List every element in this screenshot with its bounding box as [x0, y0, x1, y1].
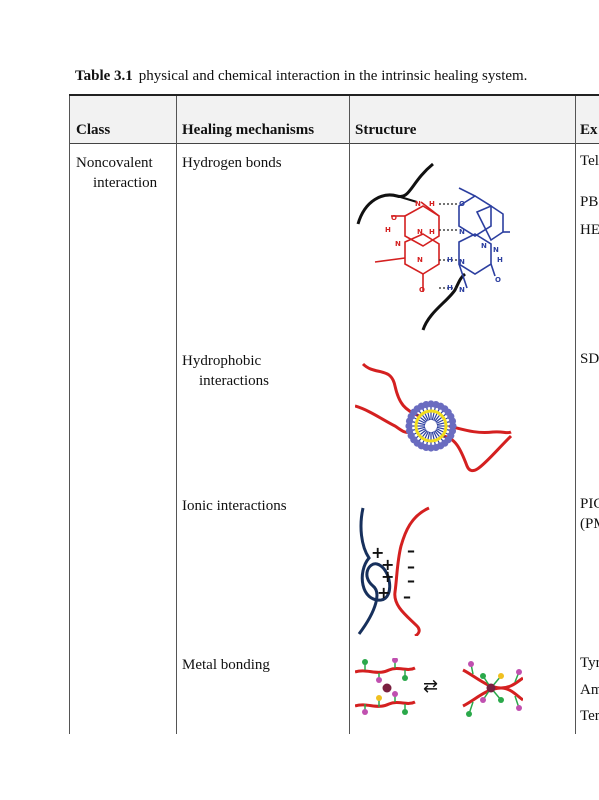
class-noncovalent: Noncovalent interaction — [76, 153, 157, 193]
atom-label: H — [447, 256, 453, 264]
table-caption: Table 3.1 physical and chemical interacti… — [75, 68, 527, 85]
atom-label: H — [497, 256, 503, 264]
header-examples: Ex — [580, 122, 598, 138]
example-text: Am — [580, 682, 599, 698]
atom-label: N — [459, 228, 465, 236]
plus-charge: + — [371, 543, 384, 562]
table-caption-label: Table 3.1 — [75, 68, 133, 84]
equilibrium-arrow-icon: ⇄ — [423, 676, 438, 697]
micelle-structure-svg — [354, 362, 513, 473]
example-text: HE — [580, 222, 599, 238]
class-line: interaction — [93, 175, 158, 191]
mechanism-line: Metal bonding — [182, 657, 270, 673]
class-line: Noncovalent — [76, 155, 153, 171]
example-text: PB — [580, 194, 599, 210]
atom-label: N — [459, 286, 465, 294]
header-class: Class — [76, 122, 111, 138]
column-divider — [69, 96, 70, 734]
column-divider — [575, 96, 576, 734]
ionic-structure-svg: + + + + – – – – — [357, 506, 430, 638]
plus-charge: + — [377, 583, 390, 602]
atom-label: N — [459, 258, 465, 266]
atom-label: H — [429, 228, 435, 236]
atom-label: N — [395, 240, 401, 248]
atom-label: N — [415, 200, 421, 208]
minus-charge: – — [407, 557, 415, 576]
micelle-structure-figure — [354, 360, 513, 482]
mechanism-metal-bonding: Metal bonding — [182, 655, 270, 675]
column-divider — [349, 96, 350, 734]
example-text: Tel — [580, 153, 599, 169]
mechanism-hydrophobic: Hydrophobic interactions — [182, 351, 269, 391]
example-text: PIC — [580, 496, 599, 512]
example-text: SD — [580, 351, 599, 367]
plus-charge: + — [381, 555, 394, 574]
mechanism-line: Hydrogen bonds — [182, 155, 282, 171]
example-text: Ter — [580, 708, 599, 724]
mechanism-line: Hydrophobic — [182, 353, 262, 369]
hydrogen-bond-structure-figure: N H O H N N H N O O N N H N N H O H N — [355, 162, 512, 332]
metal-ion — [486, 683, 496, 693]
atom-label: O — [391, 214, 397, 222]
table-top-rule — [69, 94, 599, 96]
atom-label: H — [447, 284, 453, 292]
ionic-structure-figure: + + + + – – – – — [355, 506, 435, 638]
mechanism-line: interactions — [199, 373, 269, 389]
atom-label: N — [481, 242, 487, 250]
mechanism-line: Ionic interactions — [182, 498, 287, 514]
metal-bonding-structure-figure: ⇄ — [354, 657, 524, 720]
mechanism-ionic: Ionic interactions — [182, 496, 287, 516]
atom-label: H — [385, 226, 391, 234]
atom-label: N — [493, 246, 499, 254]
header-healing-mechanisms: Healing mechanisms — [182, 122, 315, 138]
atom-label: N — [417, 228, 423, 236]
minus-charge: – — [407, 571, 415, 590]
micelle — [405, 400, 457, 452]
hydrogen-bond-structure-svg: N H O H N N H N O O N N H N N H O H N — [356, 162, 510, 331]
atom-label: O — [495, 276, 501, 284]
atom-label: O — [419, 286, 425, 294]
atom-label: H — [429, 200, 435, 208]
column-divider — [176, 96, 177, 734]
plus-charge: + — [381, 567, 394, 586]
minus-charge: – — [407, 541, 415, 560]
table-caption-text: physical and chemical interaction in the… — [138, 68, 528, 84]
metal-ion — [382, 683, 392, 693]
table-header-rule — [69, 143, 599, 144]
atom-label: N — [417, 256, 423, 264]
mechanism-hydrogen-bonds: Hydrogen bonds — [182, 153, 282, 173]
minus-charge: – — [403, 587, 411, 606]
atom-label: O — [459, 200, 465, 208]
table-header-row — [69, 96, 599, 143]
example-text: (PM — [580, 516, 599, 532]
interaction-table: Class Healing mechanisms Structure Ex No… — [69, 94, 599, 734]
header-structure: Structure — [355, 122, 417, 138]
metal-bonding-structure-svg: ⇄ — [354, 657, 524, 717]
example-text: Tyr — [580, 655, 599, 671]
